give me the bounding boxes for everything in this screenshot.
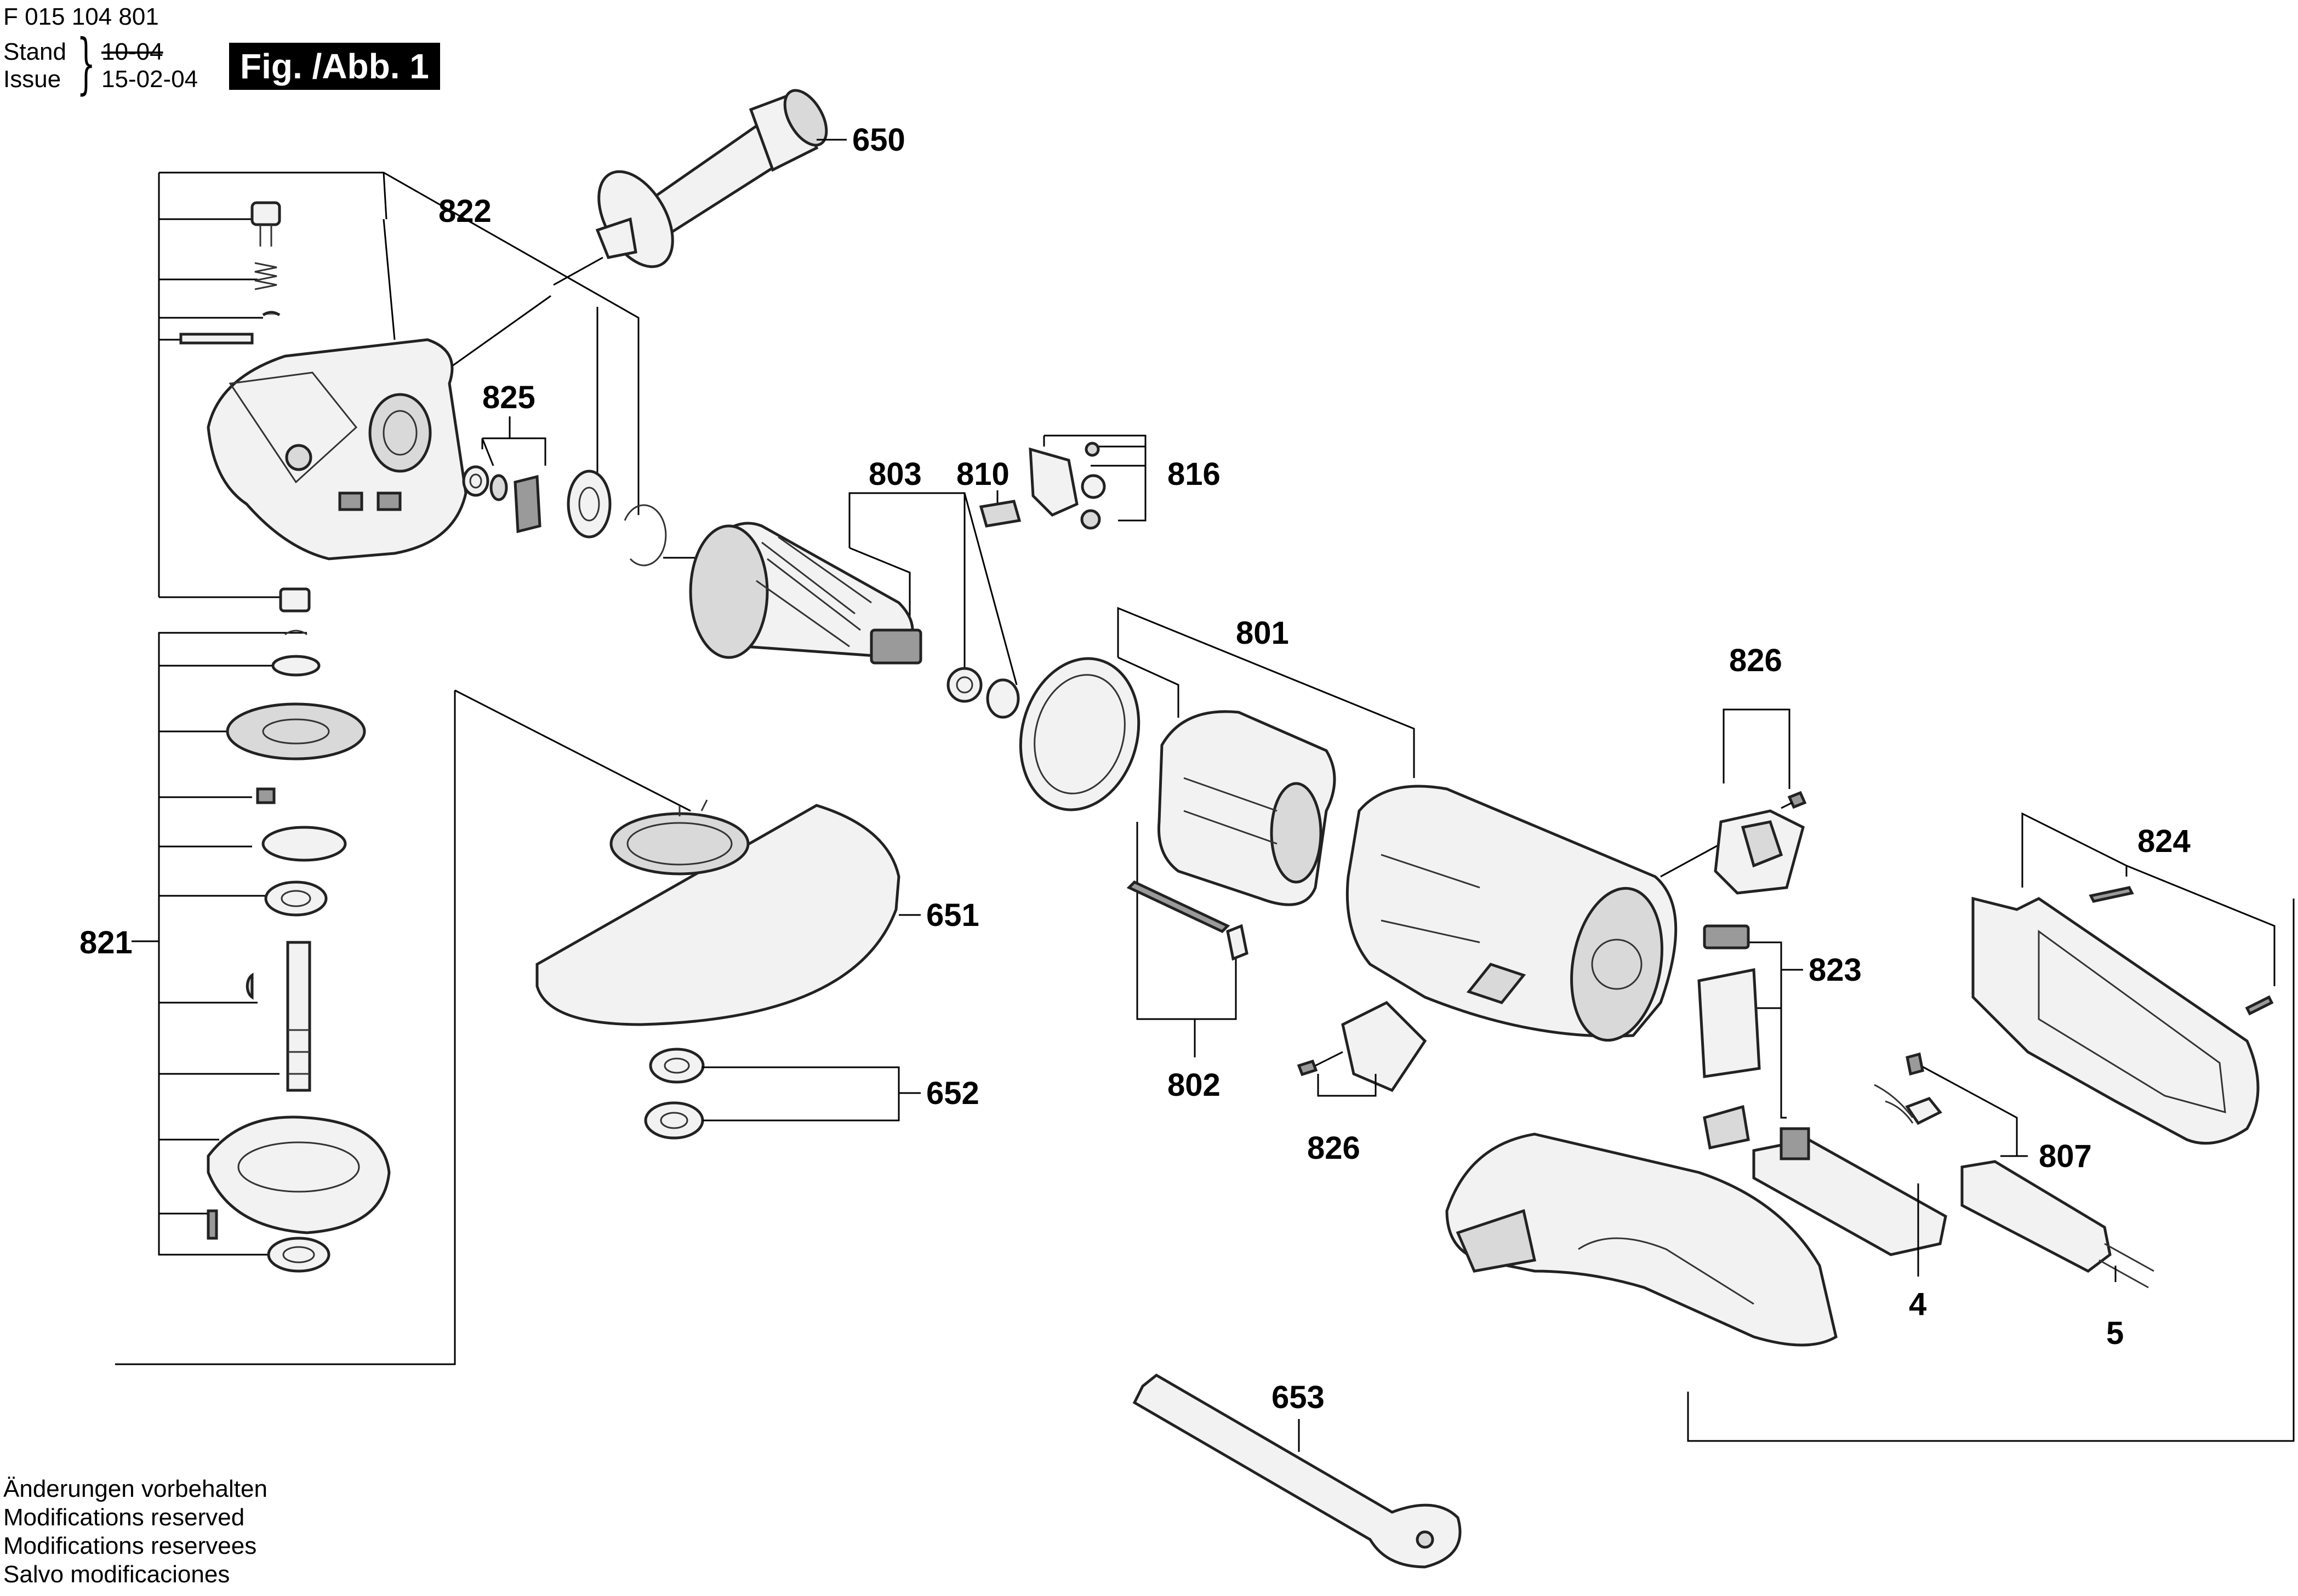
- spindle-assembly-drawing: [132, 630, 391, 1273]
- callout-816: 816: [1167, 456, 1221, 492]
- brush-cover-bottom-drawing: [1297, 1051, 1377, 1097]
- stand-label: Stand: [3, 38, 66, 65]
- pin-spanner-drawing: [1132, 1373, 1462, 1569]
- callout-826-bottom: 826: [1307, 1130, 1360, 1166]
- callout-803: 803: [869, 456, 922, 492]
- flange-set-drawing: [644, 1048, 921, 1140]
- footer-line-es: Salvo modificaciones: [3, 1561, 230, 1588]
- callout-802: 802: [1167, 1067, 1221, 1103]
- gear-housing-drawing: [158, 171, 640, 613]
- stand-date: 10-04: [101, 38, 163, 65]
- motor-housing-drawing: [1019, 607, 1678, 1092]
- footer-line-de: Änderungen vorbehalten: [3, 1475, 267, 1502]
- pinion-set-drawing: [462, 416, 667, 567]
- callout-823: 823: [1809, 952, 1862, 988]
- footer-line-en: Modifications reserved: [3, 1504, 245, 1531]
- callout-801: 801: [1236, 615, 1289, 651]
- brace-icon: }: [77, 26, 96, 102]
- side-handle-drawing: [553, 89, 847, 286]
- callout-652: 652: [926, 1076, 979, 1111]
- switch-parts-drawing: [1697, 924, 1803, 1149]
- callout-822: 822: [438, 193, 492, 229]
- callout-5: 5: [2106, 1315, 2124, 1351]
- handle-grip-drawing: [1445, 899, 2295, 1442]
- issue-label: Issue: [3, 66, 61, 93]
- callout-4: 4: [1909, 1286, 1926, 1322]
- callout-825: 825: [482, 380, 535, 415]
- part-number: F 015 104 801: [3, 3, 159, 30]
- handle-half-drawing: [1971, 812, 2276, 1145]
- callout-810: 810: [956, 456, 1010, 492]
- cable-switch-drawing: [1752, 1052, 2154, 1289]
- callout-826-top: 826: [1729, 643, 1782, 678]
- callout-650: 650: [852, 122, 905, 158]
- callout-807: 807: [2039, 1139, 2092, 1174]
- armature-drawing: [663, 492, 1020, 719]
- footer-notes: Änderungen vorbehalten Modifications res…: [3, 1475, 267, 1589]
- callout-653: 653: [1271, 1380, 1325, 1415]
- issue-date: 15-02-04: [101, 66, 198, 93]
- callout-824: 824: [2137, 823, 2191, 859]
- stator-screws-drawing: [1126, 822, 1248, 1057]
- wheel-guard-drawing: [115, 689, 921, 1365]
- figure-label: Fig. /Abb. 1: [229, 43, 440, 90]
- footer-line-fr: Modifications reservees: [3, 1532, 257, 1559]
- callout-821: 821: [79, 925, 133, 960]
- brush-cover-top-drawing: [1660, 708, 1807, 895]
- callout-651: 651: [926, 897, 979, 933]
- brush-parts-drawing: [979, 434, 1147, 530]
